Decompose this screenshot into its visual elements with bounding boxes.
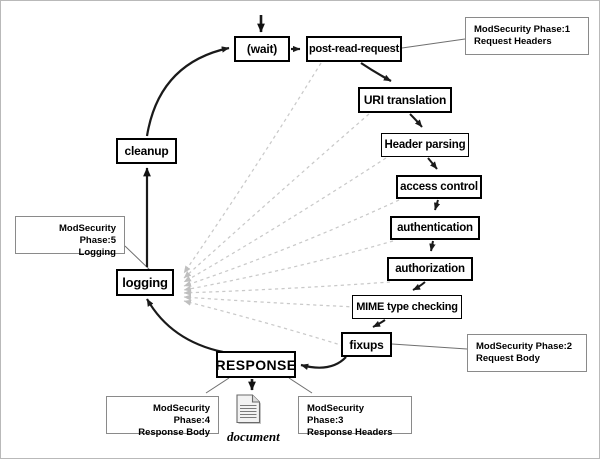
node-logging[interactable]: logging: [116, 269, 174, 296]
annotation-modsecurity-phase-2: ModSecurity Phase:2 Request Body: [467, 334, 587, 372]
edge-authz-to-mime: [412, 281, 426, 291]
edge-header-to-access: [427, 157, 438, 170]
node-wait[interactable]: (wait): [234, 36, 290, 62]
edge-authentication-to-logging: [183, 240, 394, 292]
leader-phase1-to-post-read: [401, 38, 466, 49]
node-response-label: RESPONSE: [215, 356, 297, 373]
edge-fixups-to-logging: [183, 299, 345, 347]
annotation-phase-4-line-2: Response Body: [138, 427, 210, 438]
edge-response-to-logging: [146, 298, 224, 354]
node-header-parsing[interactable]: Header parsing: [381, 133, 469, 157]
annotation-phase-2-line-2: Request Body: [476, 353, 540, 364]
annotation-phase-4-line-1: ModSecurity Phase:4: [152, 403, 210, 426]
annotation-phase-5-line-2: Logging: [78, 247, 116, 258]
edge-access-to-auth: [434, 199, 441, 211]
annotation-modsecurity-phase-5: ModSecurity Phase:5 Logging: [15, 216, 125, 258]
annotation-phase-2-line-1: ModSecurity Phase:2: [476, 341, 573, 352]
node-cleanup[interactable]: cleanup: [116, 138, 177, 164]
node-uri-translation-label: URI translation: [363, 93, 447, 107]
node-response[interactable]: RESPONSE: [216, 351, 296, 378]
logging-dashed-edges: [183, 62, 400, 347]
edge-post-read-to-uri: [360, 62, 392, 82]
annotation-modsecurity-phase-1: ModSecurity Phase:1 Request Headers: [465, 17, 589, 55]
edge-post-read-to-logging: [183, 62, 322, 274]
edge-access-control-to-logging: [183, 199, 400, 287]
node-authorization[interactable]: authorization: [387, 257, 473, 281]
annotation-modsecurity-phase-4: ModSecurity Phase:4 Response Body: [106, 396, 219, 438]
node-fixups-label: fixups: [349, 337, 384, 352]
annotation-modsecurity-phase-3: ModSecurity Phase:3 Response Headers: [298, 396, 412, 438]
edge-uri-translation-to-logging: [183, 113, 370, 279]
annotation-phase-1-line-2: Request Headers: [474, 36, 552, 47]
node-logging-label: logging: [122, 275, 168, 290]
node-authentication[interactable]: authentication: [390, 216, 480, 240]
document-page-icon: [236, 394, 261, 424]
edge-header-parsing-to-logging: [183, 157, 387, 283]
node-post-read-request-label: post-read-request: [308, 43, 400, 55]
annotation-phase-5-line-1: ModSecurity Phase:5: [58, 223, 116, 246]
annotation-phase-3-line-2: Response Headers: [307, 427, 393, 438]
edge-fixups-to-response: [300, 356, 347, 370]
node-mime-type-checking[interactable]: MIME type checking: [352, 295, 462, 319]
leader-phase3-to-response: [288, 377, 313, 394]
annotation-phase-1-line-1: ModSecurity Phase:1: [474, 24, 571, 35]
annotation-phase-3-line-1: ModSecurity Phase:3: [307, 403, 365, 426]
edge-cleanup-to-wait: [145, 46, 230, 137]
node-post-read-request[interactable]: post-read-request: [306, 36, 402, 62]
leader-phase2-to-fixups: [391, 343, 468, 350]
edge-mime-to-fixups: [372, 319, 386, 328]
node-mime-type-checking-label: MIME type checking: [356, 301, 458, 313]
node-cleanup-label: cleanup: [124, 144, 169, 158]
node-fixups[interactable]: fixups: [341, 332, 392, 357]
node-authorization-label: authorization: [395, 263, 465, 275]
leader-phase4-to-response: [205, 377, 230, 394]
node-wait-label: (wait): [246, 42, 278, 56]
node-uri-translation[interactable]: URI translation: [358, 87, 452, 113]
node-authentication-label: authentication: [397, 222, 473, 234]
node-access-control-label: access control: [400, 181, 478, 193]
document-label: document: [227, 429, 280, 444]
edge-authorization-to-logging: [183, 281, 391, 296]
edge-uri-to-header: [409, 113, 423, 128]
edge-auth-to-authz: [429, 240, 436, 252]
edge-mime-type-to-logging: [183, 294, 357, 308]
flow-solid-edges: [143, 15, 441, 391]
node-access-control[interactable]: access control: [396, 175, 482, 199]
node-header-parsing-label: Header parsing: [384, 139, 466, 151]
